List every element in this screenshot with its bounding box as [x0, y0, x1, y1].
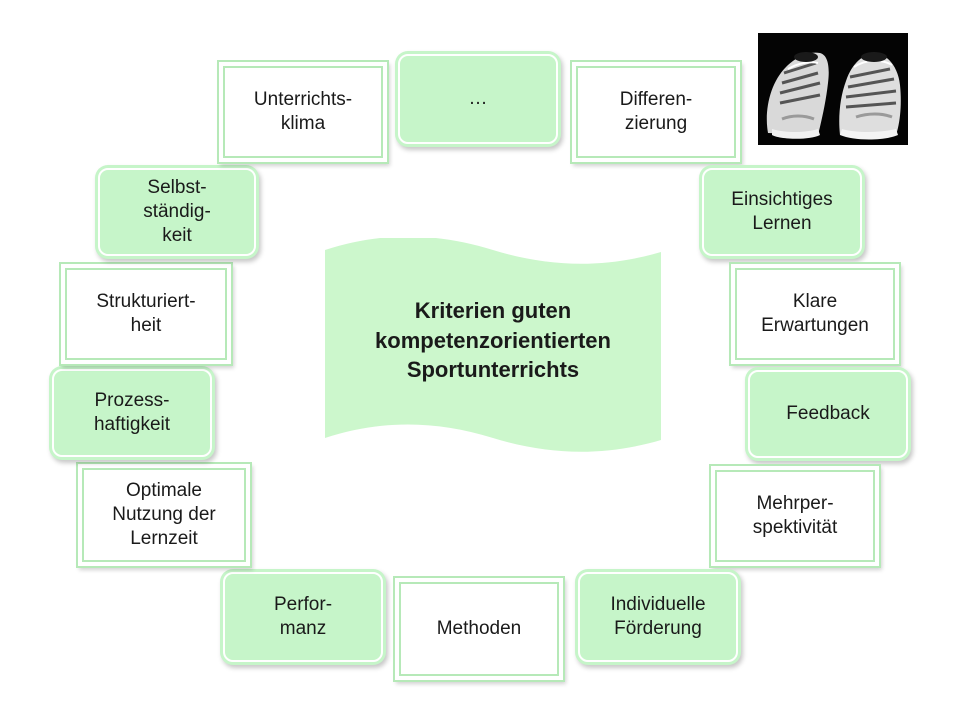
criterion-label: Perfor- manz: [273, 594, 333, 639]
criterion-label: Unterrichts- klima: [253, 89, 353, 134]
criterion-label: Klare Erwartungen: [761, 291, 869, 336]
criterion-selbststaendigkeit: Selbst- ständig- keit: [98, 168, 256, 256]
banner-wave-shape: [325, 238, 661, 452]
criterion-label: …: [468, 88, 488, 110]
criterion-label: Methoden: [436, 618, 522, 640]
central-banner: Kriterien guten kompetenzorientierten Sp…: [325, 238, 661, 452]
shoes-icon: [758, 33, 908, 145]
criterion-label: Individuelle Förderung: [610, 594, 706, 639]
criterion-methoden: Methoden: [399, 582, 559, 676]
criterion-label: Optimale Nutzung der Lernzeit: [112, 480, 216, 549]
criterion-prozesshaftigkeit: Prozess- haftigkeit: [52, 369, 212, 457]
criterion-strukturiertheit: Strukturiert- heit: [65, 268, 227, 360]
criterion-label: Einsichtiges Lernen: [731, 189, 833, 234]
criterion-mehrperspektivitaet: Mehrper- spektivität: [715, 470, 875, 562]
criterion-label: Differen- zierung: [619, 89, 693, 134]
criterion-ellipsis: …: [398, 54, 558, 144]
criterion-label: Mehrper- spektivität: [752, 493, 838, 538]
criterion-label: Strukturiert- heit: [96, 291, 196, 336]
criterion-feedback: Feedback: [748, 370, 908, 458]
criterion-unterrichtsklima: Unterrichts- klima: [223, 66, 383, 158]
criterion-individuelle-foerderung: Individuelle Förderung: [578, 572, 738, 662]
criterion-label: Selbst- ständig- keit: [143, 177, 211, 246]
criterion-performanz: Perfor- manz: [223, 572, 383, 662]
criterion-lernzeit: Optimale Nutzung der Lernzeit: [82, 468, 246, 562]
banner-title: Kriterien guten kompetenzorientierten Sp…: [375, 298, 611, 383]
criterion-klare-erwartungen: Klare Erwartungen: [735, 268, 895, 360]
criterion-label: Feedback: [786, 403, 870, 425]
criterion-einsichtiges-lernen: Einsichtiges Lernen: [702, 168, 862, 256]
criterion-label: Prozess- haftigkeit: [93, 390, 171, 435]
criterion-differenzierung: Differen- zierung: [576, 66, 736, 158]
shoes-photo: [758, 33, 908, 145]
